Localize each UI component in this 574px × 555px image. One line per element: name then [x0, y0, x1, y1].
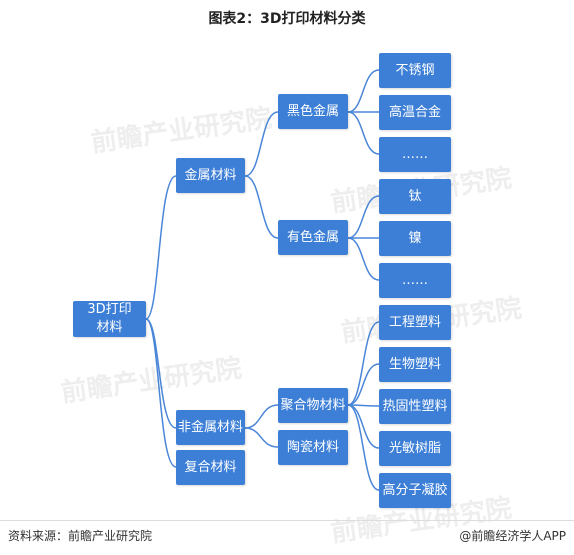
node-composite: 复合材料: [176, 450, 245, 485]
node-metal: 金属材料: [176, 158, 245, 193]
footer-divider: [0, 520, 574, 521]
node-stainless: 不锈钢: [379, 53, 451, 88]
connector-root-composite: [145, 318, 177, 468]
connector-metal-black: [244, 111, 279, 177]
connector-polymer-bio: [347, 363, 380, 406]
node-titanium: 钛: [379, 179, 451, 214]
node-black-more: ……: [379, 137, 451, 172]
node-photoresin: 光敏树脂: [379, 431, 451, 466]
node-nonferrous-metal: 有色金属: [278, 220, 348, 255]
node-polymer: 聚合物材料: [278, 388, 348, 423]
node-bio-plastic: 生物塑料: [379, 347, 451, 382]
node-eng-plastic: 工程塑料: [379, 305, 451, 340]
node-nonmetal: 非金属材料: [176, 410, 245, 445]
node-nonferrous-more: ……: [379, 263, 451, 298]
node-black-metal: 黑色金属: [278, 94, 348, 129]
connector-nonferrous-titanium: [347, 195, 380, 239]
node-root: 3D打印材料: [73, 301, 146, 337]
connector-polymer-eng: [347, 321, 380, 406]
node-nickel: 镍: [379, 221, 451, 256]
connector-metal-nonferrous: [244, 175, 279, 239]
brand-text: @前瞻经济学人APP: [459, 529, 566, 543]
node-superalloy: 高温合金: [379, 95, 451, 130]
connector-nonferrous-more: [347, 237, 380, 281]
connector-polymer-hydrogel: [347, 404, 380, 491]
node-hydrogel: 高分子凝胶: [379, 473, 451, 508]
connector-nonmetal-ceramic: [244, 427, 279, 448]
chart-title: 图表2：3D打印材料分类: [208, 11, 366, 27]
connector-root-metal: [145, 175, 177, 320]
node-thermoset: 热固性塑料: [379, 389, 451, 424]
node-ceramic: 陶瓷材料: [278, 430, 348, 465]
connector-polymer-photo: [347, 404, 380, 449]
connector-black-stainless: [347, 69, 380, 113]
source-text: 资料来源：前瞻产业研究院: [8, 529, 153, 543]
connector-nonmetal-polymer: [244, 404, 279, 429]
connector-black-more: [347, 111, 380, 155]
